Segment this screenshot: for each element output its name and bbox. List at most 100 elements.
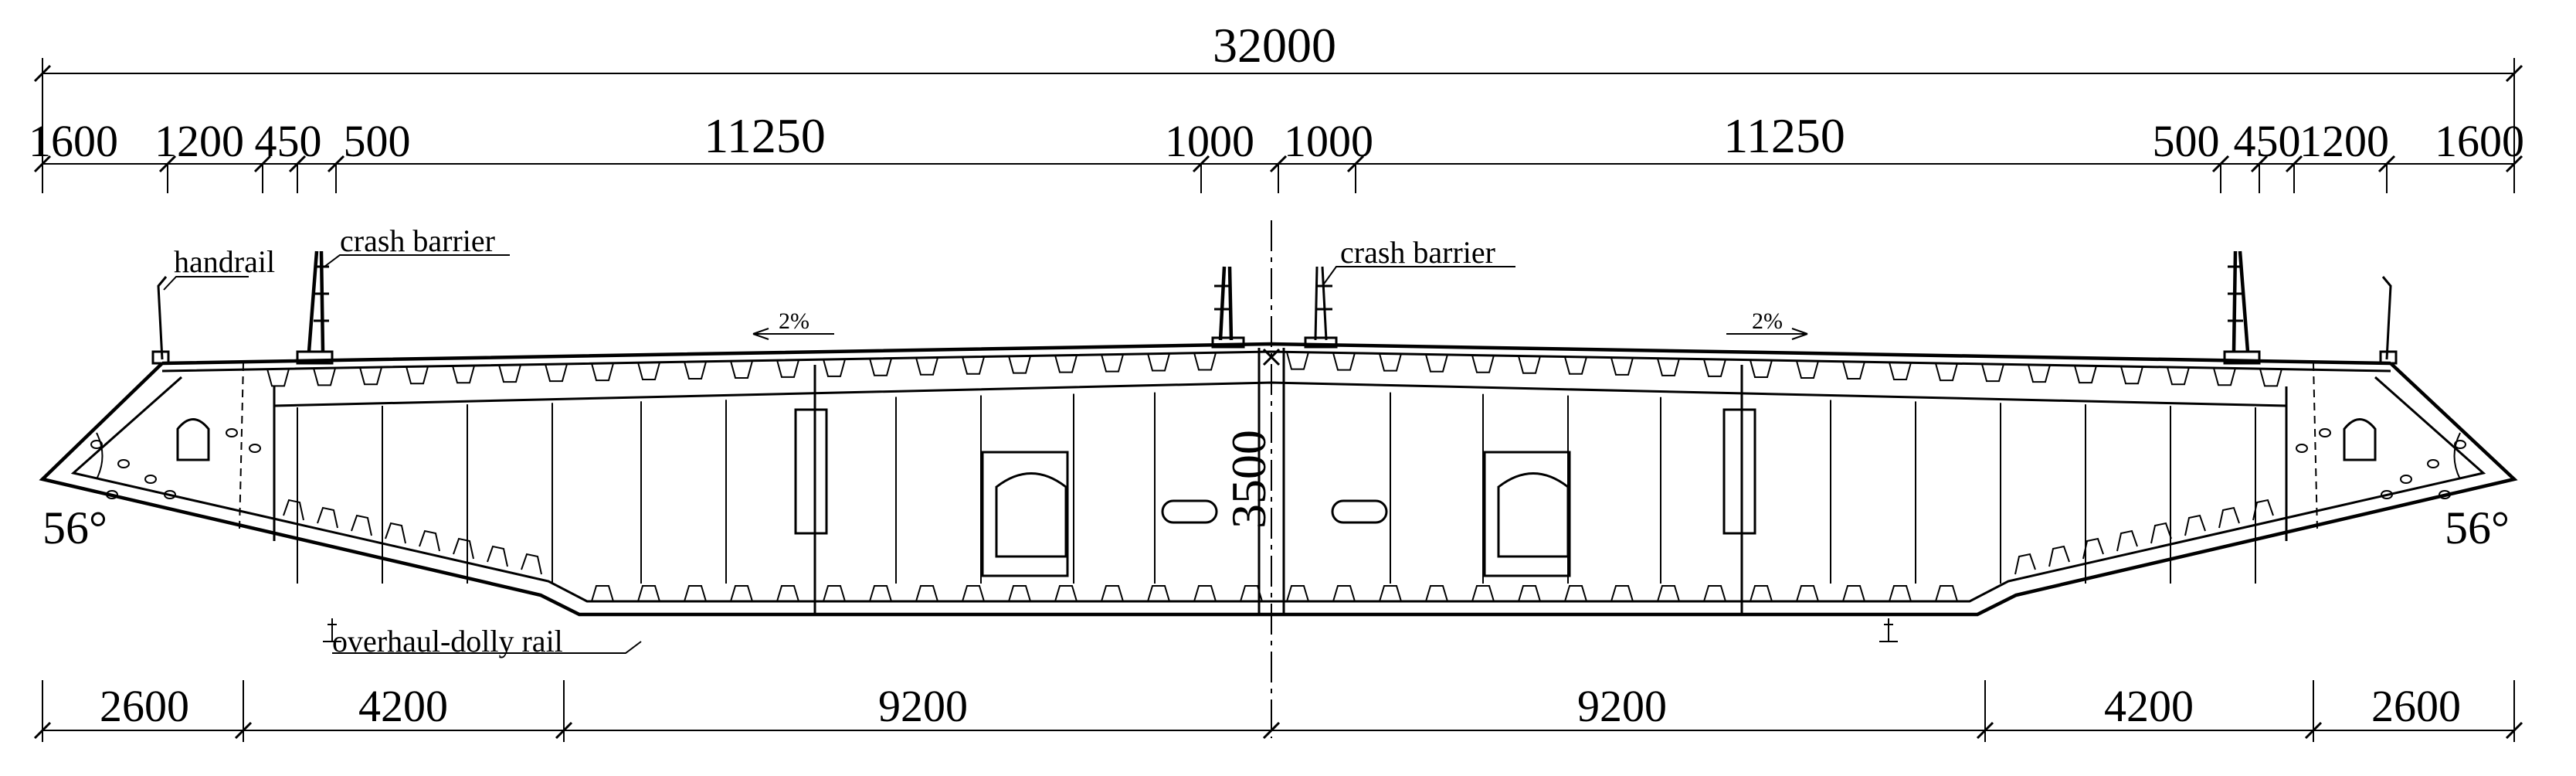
deck-rib: [313, 368, 336, 386]
deck-rib: [1101, 354, 1124, 373]
top-dim-1: 1600: [29, 116, 118, 166]
overall-width-label: 32000: [1213, 18, 1336, 73]
bottom-rib: [730, 585, 753, 602]
bottom-rib: [317, 506, 338, 529]
deck-rib: [684, 361, 707, 379]
deck-rib: [1703, 359, 1726, 377]
deck-rib: [452, 365, 475, 384]
bottom-rib: [591, 585, 614, 602]
bottom-rib: [637, 585, 660, 602]
bottom-rib: [2184, 514, 2206, 536]
bottom-rib: [1796, 585, 1819, 602]
bottom-rib: [351, 514, 372, 536]
small-hole: [226, 428, 238, 437]
small-hole: [2296, 444, 2308, 453]
slot-left: [1161, 499, 1218, 524]
bottom-rib: [962, 585, 985, 602]
deck-rib: [962, 356, 985, 375]
outer-shell: [39, 362, 2518, 617]
deck-rib: [730, 360, 753, 379]
deck-plate-top: [161, 342, 2391, 366]
deck-rib: [637, 362, 660, 381]
bottom-rib: [1286, 585, 1309, 602]
manhole-left-main: [995, 472, 1067, 558]
crash-barrier-center-label: crash barrier: [1340, 235, 1495, 270]
right-crash-barrier: [2223, 250, 2261, 365]
small-hole: [106, 490, 118, 499]
bottom-rib: [1750, 585, 1773, 602]
bottom-dim-5: 4200: [2104, 681, 2194, 731]
small-hole: [2319, 428, 2331, 437]
top-dim-7: 1000: [1284, 116, 1373, 166]
small-hole: [2439, 490, 2451, 499]
deck-rib: [1981, 363, 2004, 383]
deck-rib: [915, 357, 938, 376]
deck-rib: [1518, 356, 1541, 374]
deck-rib: [1286, 352, 1309, 370]
left-handrail: [151, 276, 170, 365]
bottom-rib: [1193, 585, 1217, 602]
top-dim-11: 1200: [2299, 116, 2389, 166]
bottom-dim-1: 2600: [100, 681, 189, 731]
depth-label: 3500: [1221, 430, 1276, 529]
deck-rib: [1889, 362, 1912, 381]
angle-arc-right: [2453, 432, 2461, 480]
top-dim-2: 1200: [154, 116, 244, 166]
handrail-label: handrail: [174, 244, 275, 279]
bottom-rib: [1425, 585, 1448, 602]
top-dim-12: 1600: [2435, 116, 2524, 166]
deck-rib: [591, 362, 614, 382]
bottom-dimension-chain: 2600 4200 9200 9200 4200 2600: [33, 680, 2523, 742]
bottom-rib: [1147, 585, 1170, 602]
deck-rib: [498, 364, 521, 383]
deck-rib: [1610, 357, 1634, 376]
dolly-rail-label: overhaul-dolly rail: [332, 624, 563, 659]
bottom-rib: [1101, 585, 1124, 602]
deck-rib: [2213, 368, 2236, 386]
deck-rib: [406, 366, 429, 385]
top-dim-3: 450: [255, 116, 322, 166]
dolly-rail-label-group: overhaul-dolly rail: [323, 618, 1898, 659]
bottom-dim-3: 9200: [878, 681, 968, 731]
bottom-rib: [419, 529, 440, 552]
deck-rib: [1935, 362, 1958, 382]
crash-barrier-left-label-group: crash barrier: [324, 223, 510, 267]
bottom-rib: [385, 522, 406, 544]
deck-rib: [2167, 366, 2190, 386]
bottom-rib: [915, 585, 938, 602]
deck-rib: [2259, 369, 2282, 387]
deck-rib: [823, 359, 846, 377]
bottom-rib: [1564, 585, 1587, 602]
deck-rib: [545, 363, 568, 383]
slope-indicator-right: 2%: [1726, 308, 1808, 340]
deck-rib: [2074, 365, 2097, 384]
small-hole: [90, 440, 103, 449]
deck-rib: [869, 358, 892, 376]
angle-left-label: 56°: [42, 502, 107, 553]
top-dimension-chain: 1600 1200 450 500 11250 1000 1000 11250 …: [29, 108, 2524, 193]
top-dim-extension-lines: [167, 164, 2388, 193]
left-crash-barrier: [296, 250, 334, 365]
deck-rib: [1564, 356, 1587, 375]
bottom-rib: [1657, 585, 1680, 602]
deck-plate-bottom: [161, 350, 2391, 373]
deck-rib: [1471, 355, 1495, 373]
bottom-rib: [1332, 585, 1356, 602]
small-hole: [2400, 475, 2412, 484]
deck-rib: [2028, 364, 2051, 383]
bottom-rib: [2116, 529, 2138, 552]
small-hole: [2381, 490, 2393, 499]
bottom-dim-6: 2600: [2371, 681, 2461, 731]
bottom-dim-4: 9200: [1577, 681, 1667, 731]
bottom-rib: [2048, 545, 2070, 567]
overall-width-dimension: 32000: [33, 18, 2523, 193]
deck-rib: [1842, 361, 1865, 380]
bottom-rib: [2218, 506, 2240, 529]
deck-rib: [776, 359, 799, 378]
webs: [239, 348, 2318, 614]
bottom-rib: [1842, 585, 1865, 602]
manholes: [176, 408, 2377, 577]
handrail-label-group: handrail: [163, 244, 275, 291]
bottom-rib: [869, 585, 892, 602]
